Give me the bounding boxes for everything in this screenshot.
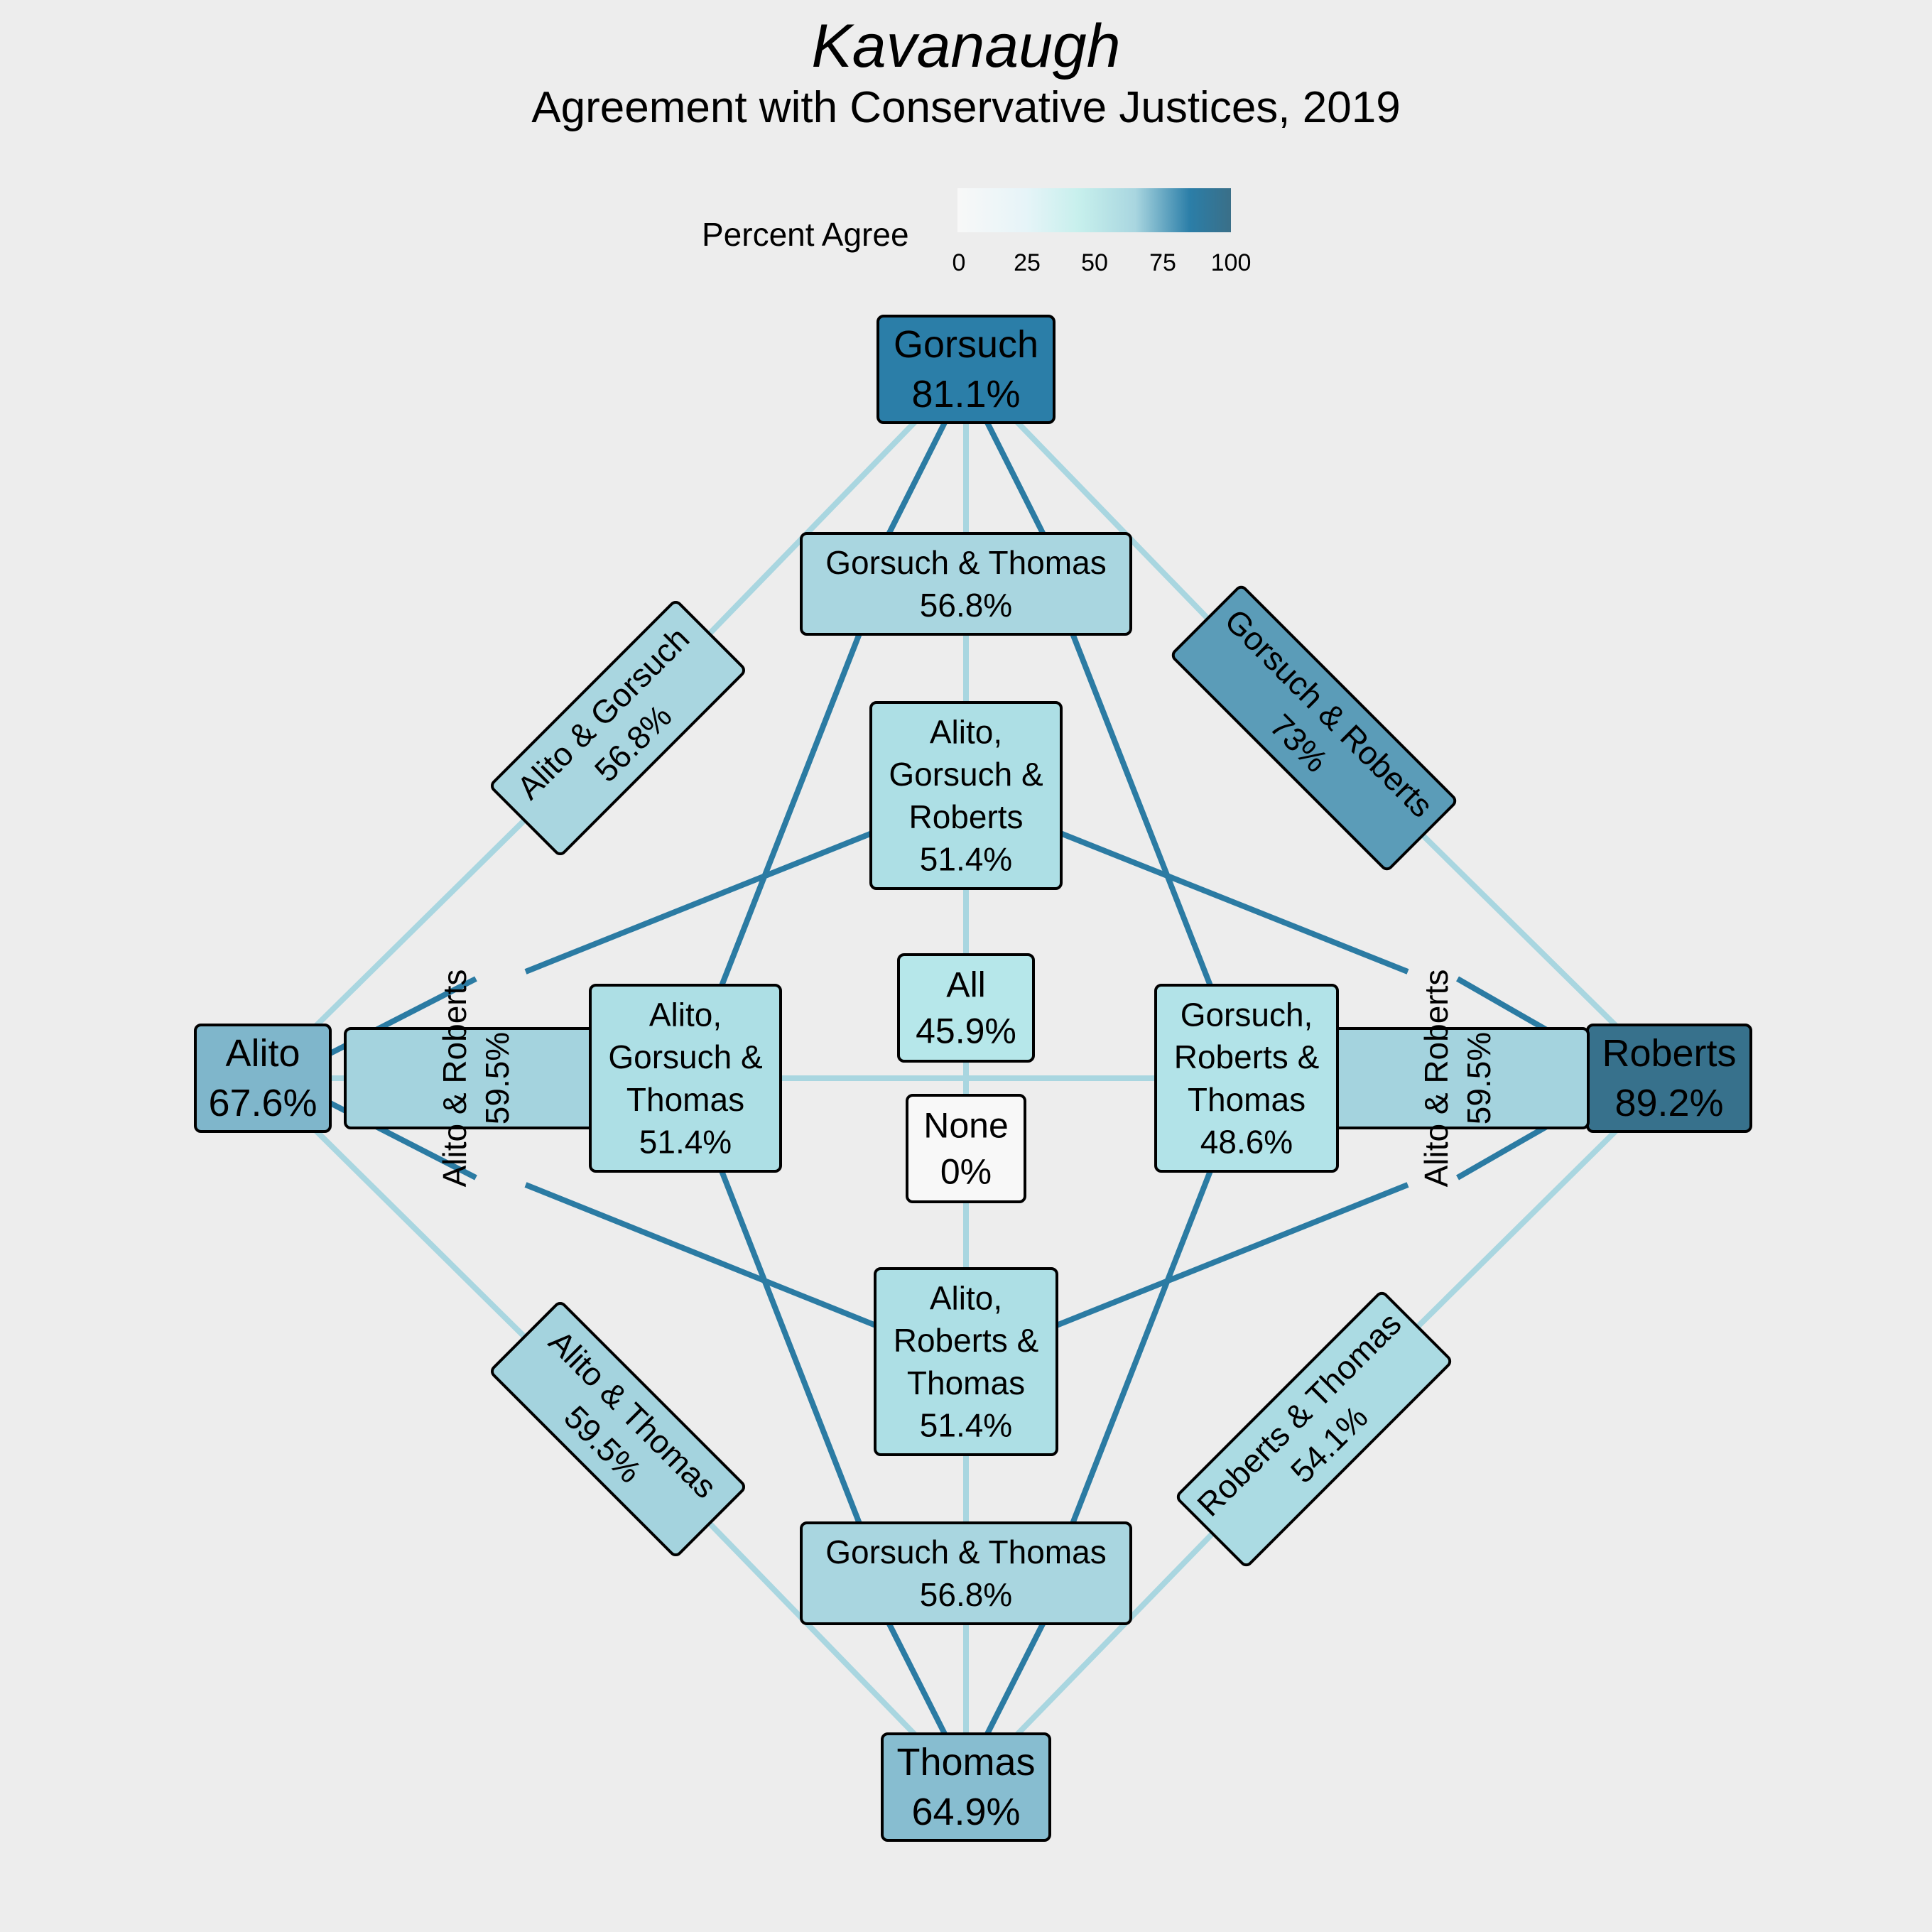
legend-color-bar <box>957 188 1231 232</box>
node-gorsuch-thomas-bottom-percent: 56.8% <box>920 1576 1012 1613</box>
node-alito-thomas-box <box>491 1302 745 1556</box>
legend-tick-0: 0 <box>952 249 966 276</box>
node-gorsuch-thomas-top: Gorsuch & Thomas 56.8% <box>800 532 1132 636</box>
node-gorsuch-box <box>877 315 1055 424</box>
node-alito-gorsuch-thomas-label: Alito, <box>649 996 722 1033</box>
node-gorsuch-roberts-thomas-label: Roberts & <box>1174 1038 1320 1075</box>
node-alito: Alito 67.6% <box>194 1024 332 1133</box>
node-alito-gorsuch-box <box>491 601 745 855</box>
node-none: None 0% <box>906 1094 1026 1203</box>
node-none-box <box>906 1094 1026 1203</box>
node-all-label: All <box>946 965 986 1005</box>
node-alito-label: Alito <box>225 1032 300 1075</box>
node-alito-gorsuch-roberts-percent: 51.4% <box>920 841 1012 878</box>
node-none-percent: 0% <box>940 1152 992 1192</box>
chart-subtitle: Agreement with Conservative Justices, 20… <box>531 83 1401 132</box>
node-alito-roberts-left-percent: 59.5% <box>479 1032 516 1124</box>
node-alito-gorsuch-roberts-label: Roberts <box>908 798 1023 835</box>
node-roberts-thomas-box <box>1176 1291 1452 1567</box>
node-alito-roberts-right-box <box>1325 1027 1590 1129</box>
node-alito-gorsuch-thomas-label: Gorsuch & <box>608 1038 762 1075</box>
node-gorsuch-thomas-top-percent: 56.8% <box>920 587 1012 624</box>
node-thomas-percent: 64.9% <box>911 1791 1020 1833</box>
node-gorsuch-roberts-thomas-box <box>1154 984 1339 1173</box>
node-alito-roberts-left-box <box>344 1027 608 1129</box>
node-alito-gorsuch-roberts-label: Alito, <box>930 713 1002 750</box>
node-gorsuch-thomas-bottom-label: Gorsuch & Thomas <box>825 1534 1106 1570</box>
node-alito-gorsuch-thomas-percent: 51.4% <box>639 1124 732 1161</box>
node-roberts: Roberts 89.2% <box>1586 1024 1752 1133</box>
node-alito-gorsuch-roberts-box <box>869 701 1063 890</box>
node-gorsuch-roberts-thomas-percent: 48.6% <box>1200 1124 1293 1161</box>
node-alito-roberts-right-label: Alito & Roberts <box>1418 970 1455 1188</box>
chart-title: Kavanaugh <box>811 12 1121 80</box>
node-alito-roberts-thomas-label: Alito, <box>930 1279 1002 1316</box>
legend-tick-50: 50 <box>1081 249 1108 276</box>
node-alito-roberts-thomas-label: Thomas <box>907 1364 1025 1401</box>
node-roberts-percent: 89.2% <box>1614 1082 1723 1124</box>
node-alito-gorsuch-roberts-label: Gorsuch & <box>889 756 1043 793</box>
node-alito-roberts-right-percent: 59.5% <box>1460 1032 1497 1124</box>
node-gorsuch-percent: 81.1% <box>911 373 1020 416</box>
node-alito-roberts-left-label: Alito & Roberts <box>436 970 473 1188</box>
node-alito-gorsuch-thomas: Alito, Gorsuch & Thomas 51.4% <box>589 984 782 1173</box>
node-alito-roberts-thomas: Alito, Roberts & Thomas 51.4% <box>874 1267 1058 1456</box>
node-alito-gorsuch-thomas-box <box>589 984 782 1173</box>
node-gorsuch-thomas-top-box <box>800 532 1132 636</box>
node-alito-gorsuch-thomas-label: Thomas <box>626 1081 744 1118</box>
legend-tick-75: 75 <box>1149 249 1176 276</box>
node-gorsuch-thomas-bottom: Gorsuch & Thomas 56.8% <box>800 1521 1132 1625</box>
node-thomas: Thomas 64.9% <box>881 1732 1051 1842</box>
legend-title: Percent Agree <box>702 216 909 253</box>
node-gorsuch-thomas-top-label: Gorsuch & Thomas <box>825 544 1106 581</box>
node-all: All 45.9% <box>897 953 1035 1063</box>
node-alito-roberts-thomas-percent: 51.4% <box>920 1407 1012 1444</box>
node-roberts-label: Roberts <box>1602 1032 1736 1075</box>
node-gorsuch-roberts-box <box>1171 585 1457 871</box>
node-gorsuch-label: Gorsuch <box>894 323 1038 366</box>
node-alito-percent: 67.6% <box>208 1082 317 1124</box>
node-alito-roberts-thomas-box <box>874 1267 1058 1456</box>
legend-tick-25: 25 <box>1014 249 1041 276</box>
node-gorsuch-roberts-thomas-label: Gorsuch, <box>1181 996 1313 1033</box>
node-gorsuch: Gorsuch 81.1% <box>877 315 1055 424</box>
node-alito-box <box>194 1024 332 1133</box>
node-alito-roberts-thomas-label: Roberts & <box>894 1322 1039 1359</box>
node-alito-gorsuch-roberts: Alito, Gorsuch & Roberts 51.4% <box>869 701 1063 890</box>
legend-tick-100: 100 <box>1210 249 1252 276</box>
node-gorsuch-thomas-bottom-box <box>800 1521 1132 1625</box>
node-thomas-label: Thomas <box>896 1741 1035 1784</box>
node-all-box <box>897 953 1035 1063</box>
node-all-percent: 45.9% <box>916 1011 1016 1051</box>
node-gorsuch-roberts-thomas-label: Thomas <box>1188 1081 1306 1118</box>
node-gorsuch-roberts-thomas: Gorsuch, Roberts & Thomas 48.6% <box>1154 984 1339 1173</box>
node-thomas-box <box>881 1732 1051 1842</box>
node-none-label: None <box>923 1106 1009 1146</box>
